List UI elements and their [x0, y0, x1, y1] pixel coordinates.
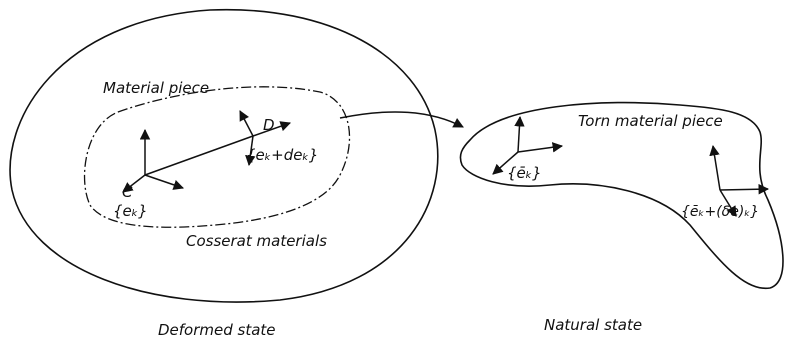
label-point-c: C [122, 183, 133, 201]
torn-piece-outline [459, 101, 784, 290]
label-material-piece: Material piece [103, 79, 209, 97]
label-cosserat-materials: Cosserat materials [186, 232, 327, 250]
label-triad-torn-right: {ēₖ+(δe)ₖ} [681, 204, 759, 220]
triad-c [122, 128, 184, 193]
material-piece-outline [83, 86, 351, 228]
caption-natural-state: Natural state [544, 316, 642, 334]
label-triad-torn-left: {ēₖ} [507, 164, 542, 182]
triad-d [239, 110, 291, 167]
triad-torn-right [709, 144, 770, 217]
c-d-connector [144, 135, 254, 176]
label-torn-piece: Torn material piece [578, 112, 723, 130]
state-transition-arrow [339, 111, 464, 128]
label-triad-d: {eₖ+deₖ} [246, 146, 318, 164]
triad-torn-left [492, 115, 564, 175]
label-triad-c: {eₖ} [113, 202, 148, 220]
label-point-d: D [263, 116, 275, 134]
deformed-body-outline [9, 8, 439, 303]
caption-deformed-state: Deformed state [158, 321, 276, 339]
